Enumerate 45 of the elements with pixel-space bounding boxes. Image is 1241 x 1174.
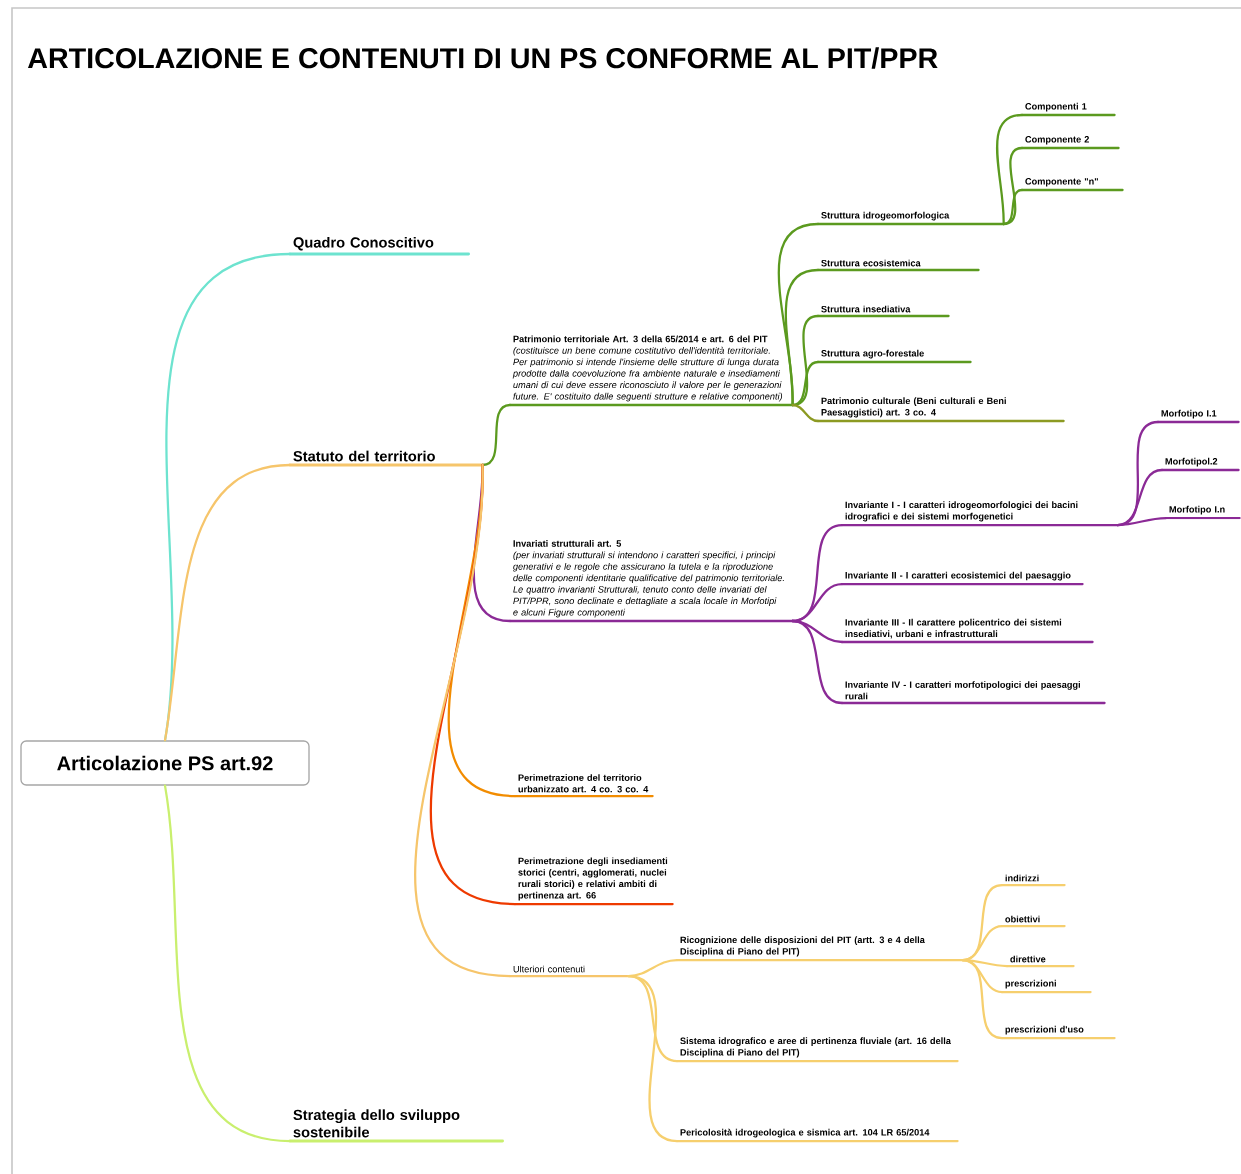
branch-label: prescrizioni [1000, 979, 1092, 994]
branch-line [791, 403, 820, 423]
branch-label: Invariati strutturali art. 5 (per invariati strutturali si intendono i caratteri specifici, i principi generativi e le regole che assicurano la tutela e la riproduzione delle componenti identitarie qualificative del patrimonio territoriale. Le quattro invarianti Strutturali, tenuto conto delle invariati del PIT/PPR, sono declinate e dettagliate a scala locale in Morfotipi e alcuni Figure componenti [508, 540, 794, 623]
root-box: Articolazione PS art.92 [20, 740, 310, 786]
branch-label: Componente 2 [1020, 136, 1120, 150]
branch-label: Patrimonio culturale (Beni culturali e Beni Paesaggistici) art. 3 co. 4 [816, 397, 1065, 423]
branch-line [1002, 188, 1024, 226]
branch-line [481, 403, 512, 467]
branch-label: Struttura idrogeomorfologica [816, 211, 1005, 226]
branch-label: Statuto del territorio [288, 450, 484, 467]
branch-label: Quadro Conoscitivo [288, 236, 470, 256]
branch-label: Perimetrazione degli insediamenti storici (centri, agglomerati, nuclei rurali storici) e relativi ambiti di pertinenza art. 66 [513, 857, 674, 906]
branch-label: Struttura ecosistemica [816, 259, 980, 272]
branch-label: Invariante IV - I caratteri morfotipologici dei paesaggi rurali [840, 681, 1106, 705]
branch-label: Morfotipol.2 [1160, 457, 1240, 472]
branch-label: Struttura agro-forestale [816, 349, 972, 364]
branch-label: Sistema idrografico e aree di pertinenza fluviale (art. 16 della Disciplina di Piano del PIT) [675, 1037, 959, 1063]
branch-label: Invariante III - Il carattere policentrico dei sistemi insediativi, urbani e infrastrutturali [840, 618, 1094, 644]
branch-label: Invariante I - I caratteri idrogeomorfologici dei bacini idrografici e dei sistemi morfogenetici [840, 501, 1119, 527]
branch-label: Patrimonio territoriale Art. 3 della 65/2014 e art. 6 del PIT (costituisce un bene comune costitutivo dell'identità territoriale. Per patrimonio si intende l'insieme delle strutture di lunga durata prodotte dalla coevoluzione fra ambiente naturale e insediamenti umani di cui deve essere riconosciuto il valore per le generazioni future. E' costituito dalle seguenti strutture e relative componenti) [508, 335, 794, 407]
branch-label: Struttura insediativa [816, 305, 950, 318]
branch-label: obiettivi [1000, 915, 1066, 928]
branch-line [784, 268, 820, 407]
branch-label: prescrizioni d'uso [1000, 1025, 1116, 1040]
branch-line [996, 113, 1024, 226]
branch-line [163, 784, 292, 1143]
branch-label: Morfotipo I.1 [1156, 409, 1240, 424]
branch-label: direttive [1005, 955, 1075, 968]
branch-label: Morfotipo I.n [1164, 505, 1241, 520]
branch-label: indirizzi [1000, 874, 1066, 887]
branch-label: Componenti 1 [1020, 102, 1116, 117]
branch-line [627, 974, 679, 1143]
branch-line [414, 463, 512, 978]
branch-line [163, 463, 292, 742]
title: ARTICOLAZIONE E CONTENUTI DI UN PS CONFORME AL PIT/PPR [28, 47, 938, 69]
branch-line [961, 958, 1004, 1040]
branch-label: Pericolosità idrogeologica e sismica art. 104 LR 65/2014 [675, 1128, 959, 1143]
branch-label: Componente "n" [1020, 178, 1124, 192]
branch-line [791, 619, 844, 705]
branch-label: Perimetrazione del territorio urbanizzato art. 4 co. 3 co. 4 [513, 774, 654, 798]
branch-line [1116, 516, 1168, 527]
branch-label: Ricognizione delle disposizioni del PIT (artt. 3 e 4 della Disciplina di Piano del PIT) [675, 936, 964, 962]
branch-label: Ulteriori contenuti [508, 965, 630, 978]
branch-label: Strategia dello sviluppo sostenibile [288, 1109, 504, 1143]
branch-label: Invariante II - I caratteri ecosistemici del paesaggio [840, 571, 1084, 586]
